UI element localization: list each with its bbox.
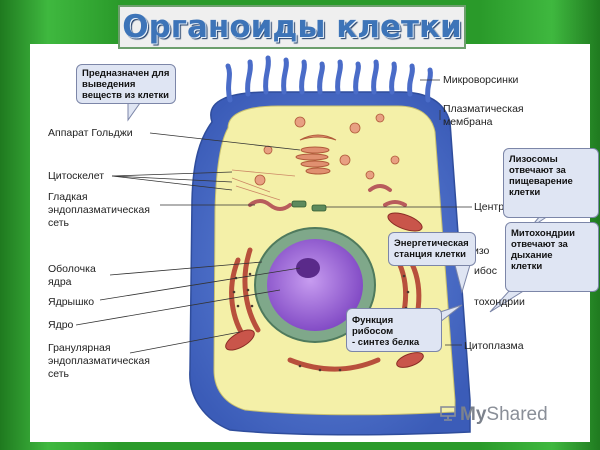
- callout-ribosomes: Функция рибосом - синтез белка: [346, 308, 442, 352]
- callout-line: клетки: [509, 187, 541, 198]
- callout-line: выведения: [82, 79, 136, 90]
- callout-line: отвечают за: [509, 165, 566, 176]
- callout-lysosomes: Лизосомы отвечают за пищеварение клетки: [503, 148, 599, 218]
- centriole: [291, 200, 327, 212]
- myshared-logo-icon: [440, 406, 456, 421]
- nucleolus: [296, 258, 320, 278]
- label-mitochondria-part: тохондрии: [474, 296, 525, 308]
- callout-golgi-function: Предназначен для выведения веществ из кл…: [76, 64, 176, 104]
- brand-shared: Shared: [486, 404, 548, 425]
- brand-my: My: [460, 404, 487, 425]
- label-lysosome-part: изо: [473, 245, 490, 257]
- label-centriole: Центр: [474, 201, 505, 213]
- myshared-brand: MyShared: [460, 404, 548, 426]
- label-ribosome-part: ибос: [474, 265, 497, 277]
- callout-line: веществ из клетки: [82, 90, 169, 101]
- mitochondria: [225, 212, 424, 368]
- label-nucleus: Ядро: [48, 319, 74, 331]
- microvilli: [225, 55, 433, 103]
- label-nuclear-envelope-2: ядра: [48, 276, 72, 288]
- callout-line: клетки: [511, 261, 543, 272]
- ribosomes: [232, 272, 410, 372]
- callout-line: Лизосомы: [509, 154, 558, 165]
- label-golgi: Аппарат Гольджи: [48, 127, 133, 139]
- label-rough-er-2: эндоплазматическая: [48, 355, 150, 367]
- callout-line: Митохондрии: [511, 228, 575, 239]
- callout-line: дыхание: [511, 250, 553, 261]
- page-title: Органоиды клетки: [118, 5, 466, 49]
- callout-line: станция клетки: [394, 249, 467, 260]
- callout-line: Энергетическая: [394, 238, 469, 249]
- smooth-er: [248, 184, 407, 211]
- label-smooth-er-1: Гладкая: [48, 191, 88, 203]
- lysosomes: [254, 113, 400, 186]
- callout-energy: Энергетическая станция клетки: [388, 232, 476, 266]
- callout-line: пищеварение: [509, 176, 573, 187]
- label-microvilli: Микроворсинки: [443, 74, 519, 86]
- label-nucleolus: Ядрышко: [48, 296, 95, 308]
- nucleus: [267, 239, 363, 331]
- leader-lines: [75, 79, 472, 354]
- label-membrane-1: Плазматическая: [443, 103, 524, 115]
- callout-line: - синтез белка: [352, 337, 420, 348]
- label-rough-er-1: Гранулярная: [48, 342, 111, 354]
- label-membrane-2: мембрана: [443, 116, 493, 128]
- golgi-apparatus: [295, 134, 337, 175]
- label-cytoskeleton: Цитоскелет: [48, 170, 105, 182]
- label-smooth-er-2: эндоплазматическая: [48, 204, 150, 216]
- label-cytoplasm: Цитоплазма: [464, 340, 524, 352]
- label-rough-er-3: сеть: [48, 368, 70, 380]
- callout-line: Предназначен для: [82, 68, 170, 79]
- cytoskeleton: [231, 169, 296, 201]
- callout-line: Функция рибосом: [352, 315, 394, 337]
- callout-line: отвечают за: [511, 239, 568, 250]
- callout-mitochondria: Митохондрии отвечают за дыхание клетки: [505, 222, 599, 292]
- label-nuclear-envelope-1: Оболочка: [48, 263, 96, 275]
- label-smooth-er-3: сеть: [48, 217, 70, 229]
